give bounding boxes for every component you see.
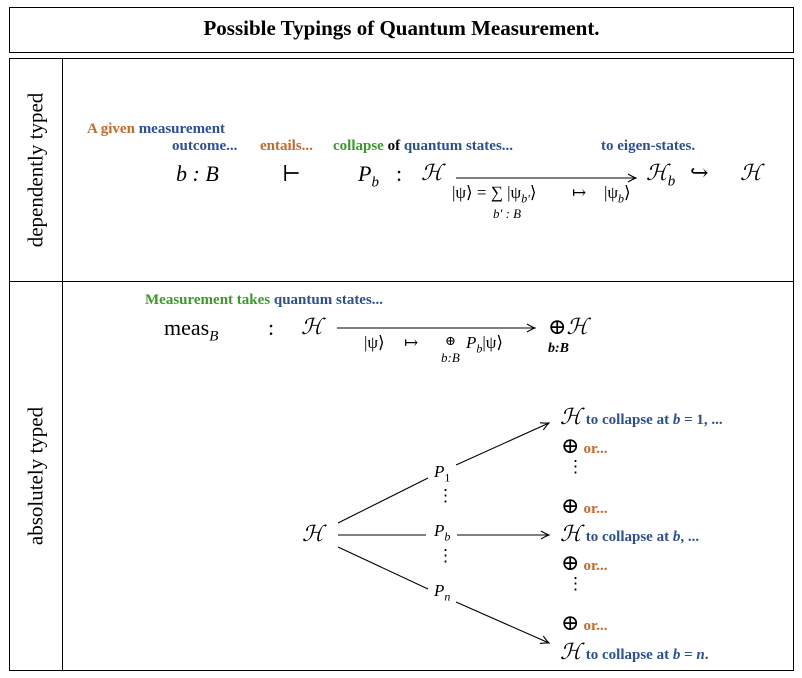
annotation-measurement-takes: Measurement takes: [145, 292, 271, 308]
fan-line-1a: [337, 477, 429, 524]
inclusion-arrow: ↪: [690, 160, 709, 185]
type-colon: :: [396, 161, 403, 186]
annotation-of: of: [387, 138, 401, 154]
fan-arrow-1: [455, 423, 549, 466]
annotation-quantum-states-2: quantum states...: [273, 292, 384, 308]
table-frame: [9, 58, 794, 671]
mapsto-symbol-2: ↦: [404, 333, 419, 352]
map-rule-left: |ψ⟩ = ∑ |ψb′⟩: [452, 183, 537, 206]
type-colon-2: :: [268, 315, 275, 340]
fan-vdots-right-1: ⋮: [567, 457, 584, 476]
fan-source-H: ℋ: [302, 521, 324, 546]
fan-label-P1: P1: [434, 462, 451, 485]
eigen-space-Hb: ℋb: [646, 160, 676, 190]
annotation-measurement: measurement: [138, 121, 226, 137]
direct-sum-index: b:B: [548, 341, 569, 356]
diagram-title: Possible Typings of Quantum Measurement.: [203, 16, 600, 40]
fan-or-4: ⊕ or...: [561, 610, 608, 635]
annotation-collapse-line: collapse of quantum states...: [333, 138, 513, 155]
mapsto-symbol: ↦: [572, 183, 587, 202]
annotation-line-1: A given measurement: [87, 121, 225, 138]
map-rule-left-2: |ψ⟩: [364, 333, 385, 352]
fan-label-Pn: Pn: [434, 581, 451, 604]
hilbert-space-H: ℋ: [421, 160, 443, 185]
meas-B: measB: [164, 315, 219, 345]
hilbert-space-H-2: ℋ: [301, 314, 323, 339]
fan-vdots-2: ⋮: [437, 546, 454, 565]
target-hilbert-space: ℋ: [740, 160, 762, 185]
annotation-a-given: A given: [87, 121, 135, 137]
fan-label-Pb: Pb: [434, 521, 451, 544]
annotation-to-eigen-states: to eigen-states.: [601, 138, 696, 154]
map-rule-right: |ψb⟩: [604, 183, 631, 206]
title-box: Possible Typings of Quantum Measurement.: [9, 7, 794, 53]
annotation-collapse: collapse: [333, 138, 384, 154]
annotation-outcome: outcome...: [172, 138, 238, 154]
fan-vdots-1: ⋮: [437, 486, 454, 505]
turnstile-symbol: ⊢: [282, 161, 301, 186]
fan-or-2: ⊕ or...: [561, 493, 608, 518]
sum-index: b′ : B: [493, 206, 522, 221]
direct-sum-target: ⊕ℋ: [548, 314, 589, 339]
oplus-index-small: b:B: [441, 350, 460, 365]
annotation-quantum-states: quantum states...: [403, 138, 514, 154]
label-column-divider: [62, 58, 63, 671]
expr-b-in-B: b : B: [176, 161, 219, 186]
fan-target-b: ℋ to collapse at b, ...: [560, 521, 700, 546]
fan-vdots-right-2: ⋮: [567, 574, 584, 593]
map-rule-right-2: Pb|ψ⟩: [466, 333, 504, 356]
fan-target-n: ℋ to collapse at b = n.: [560, 639, 709, 664]
annotation-entails: entails...: [260, 138, 313, 154]
row-divider: [9, 281, 794, 282]
fan-or-3: ⊕ or...: [561, 550, 608, 575]
projector-Pb: Pb: [358, 161, 379, 191]
annotation-measurement-line: Measurement takes quantum states...: [145, 292, 383, 309]
oplus-small: ⊕: [445, 333, 456, 348]
fan-line-na: [337, 546, 429, 590]
fan-arrow-n: [455, 601, 549, 643]
fan-or-1: ⊕ or...: [561, 433, 608, 458]
fan-target-1: ℋ to collapse at b = 1, ...: [560, 404, 723, 429]
